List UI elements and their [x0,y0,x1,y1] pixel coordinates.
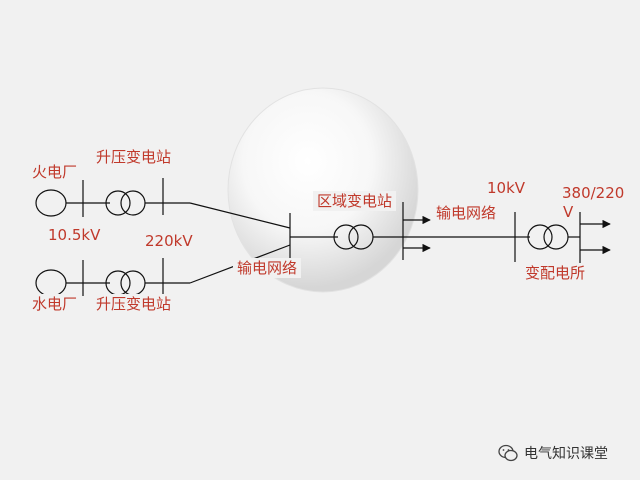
generator-thermal-icon [35,189,67,217]
background-disc [227,87,419,293]
label-network-left: 输电网络 [233,258,302,278]
label-thermal-plant: 火电厂 [28,162,82,182]
label-voltage-user-line1: 380/220 [560,184,627,202]
label-step-up-bottom: 升压变电站 [92,294,176,314]
transformer-top-icon [105,190,146,216]
label-voltage-tx: 220kV [141,231,197,251]
transformer-bottom-icon [105,270,146,296]
label-hydro-plant: 水电厂 [28,294,82,314]
line-top-to-region [189,202,291,229]
transformer-distribution-icon [527,224,569,250]
label-step-up-top: 升压变电站 [92,147,176,167]
label-voltage-gen: 10.5kV [44,225,105,245]
wechat-icon [498,444,518,462]
watermark-text: 电气知识课堂 [524,446,608,462]
watermark: 电气知识课堂 [498,443,608,463]
generator-hydro-icon [35,269,67,297]
label-voltage-dist: 10kV [483,178,530,198]
label-distribution-station: 变配电所 [521,263,590,283]
label-voltage-user-line2: V [561,203,576,221]
label-regional-substation: 区域变电站 [313,191,397,211]
label-network-right: 输电网络 [432,203,501,223]
